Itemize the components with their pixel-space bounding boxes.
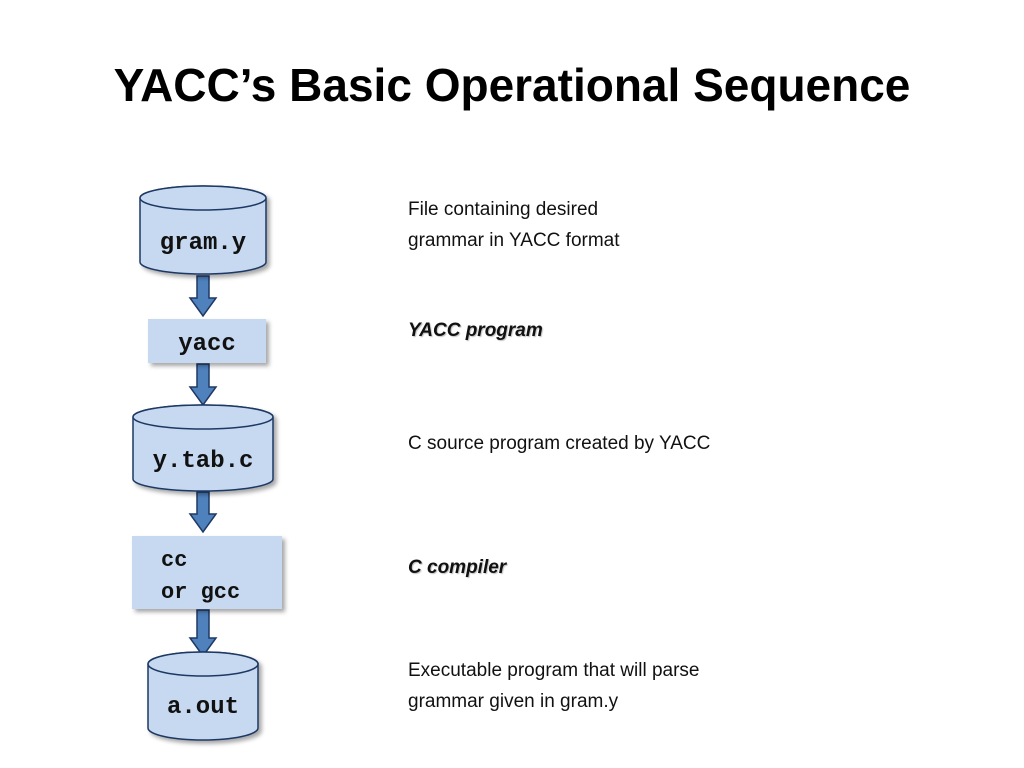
node-label-cc: cc (161, 548, 187, 573)
node-label-or-gcc: or gcc (161, 580, 240, 605)
node-label-gram-y: gram.y (160, 230, 246, 257)
cylinder-gram-y (139, 185, 267, 275)
arrow-yacc-to-ytabc (188, 363, 218, 407)
description-gram-y: File containing desired grammar in YACC … (408, 199, 620, 251)
description-y-tab-c: C source program created by YACC (408, 433, 711, 454)
page-title: YACC’s Basic Operational Sequence (113, 59, 911, 111)
box-yacc (148, 319, 266, 363)
node-label-a-out: a.out (167, 694, 239, 721)
cylinder-a-out (147, 651, 259, 741)
arrow-ytabc-to-cc (188, 491, 218, 534)
cylinder-y-tab-c (132, 404, 274, 492)
description-cc: C compiler (408, 557, 507, 578)
arrow-cc-to-aout (188, 609, 218, 658)
arrow-gram-to-yacc (188, 275, 218, 318)
node-label-yacc: yacc (178, 331, 236, 358)
description-yacc: YACC program (408, 320, 543, 341)
description-a-out: Executable program that will parse gramm… (408, 660, 700, 712)
box-cc-gcc (132, 536, 282, 609)
node-label-y-tab-c: y.tab.c (153, 448, 254, 475)
